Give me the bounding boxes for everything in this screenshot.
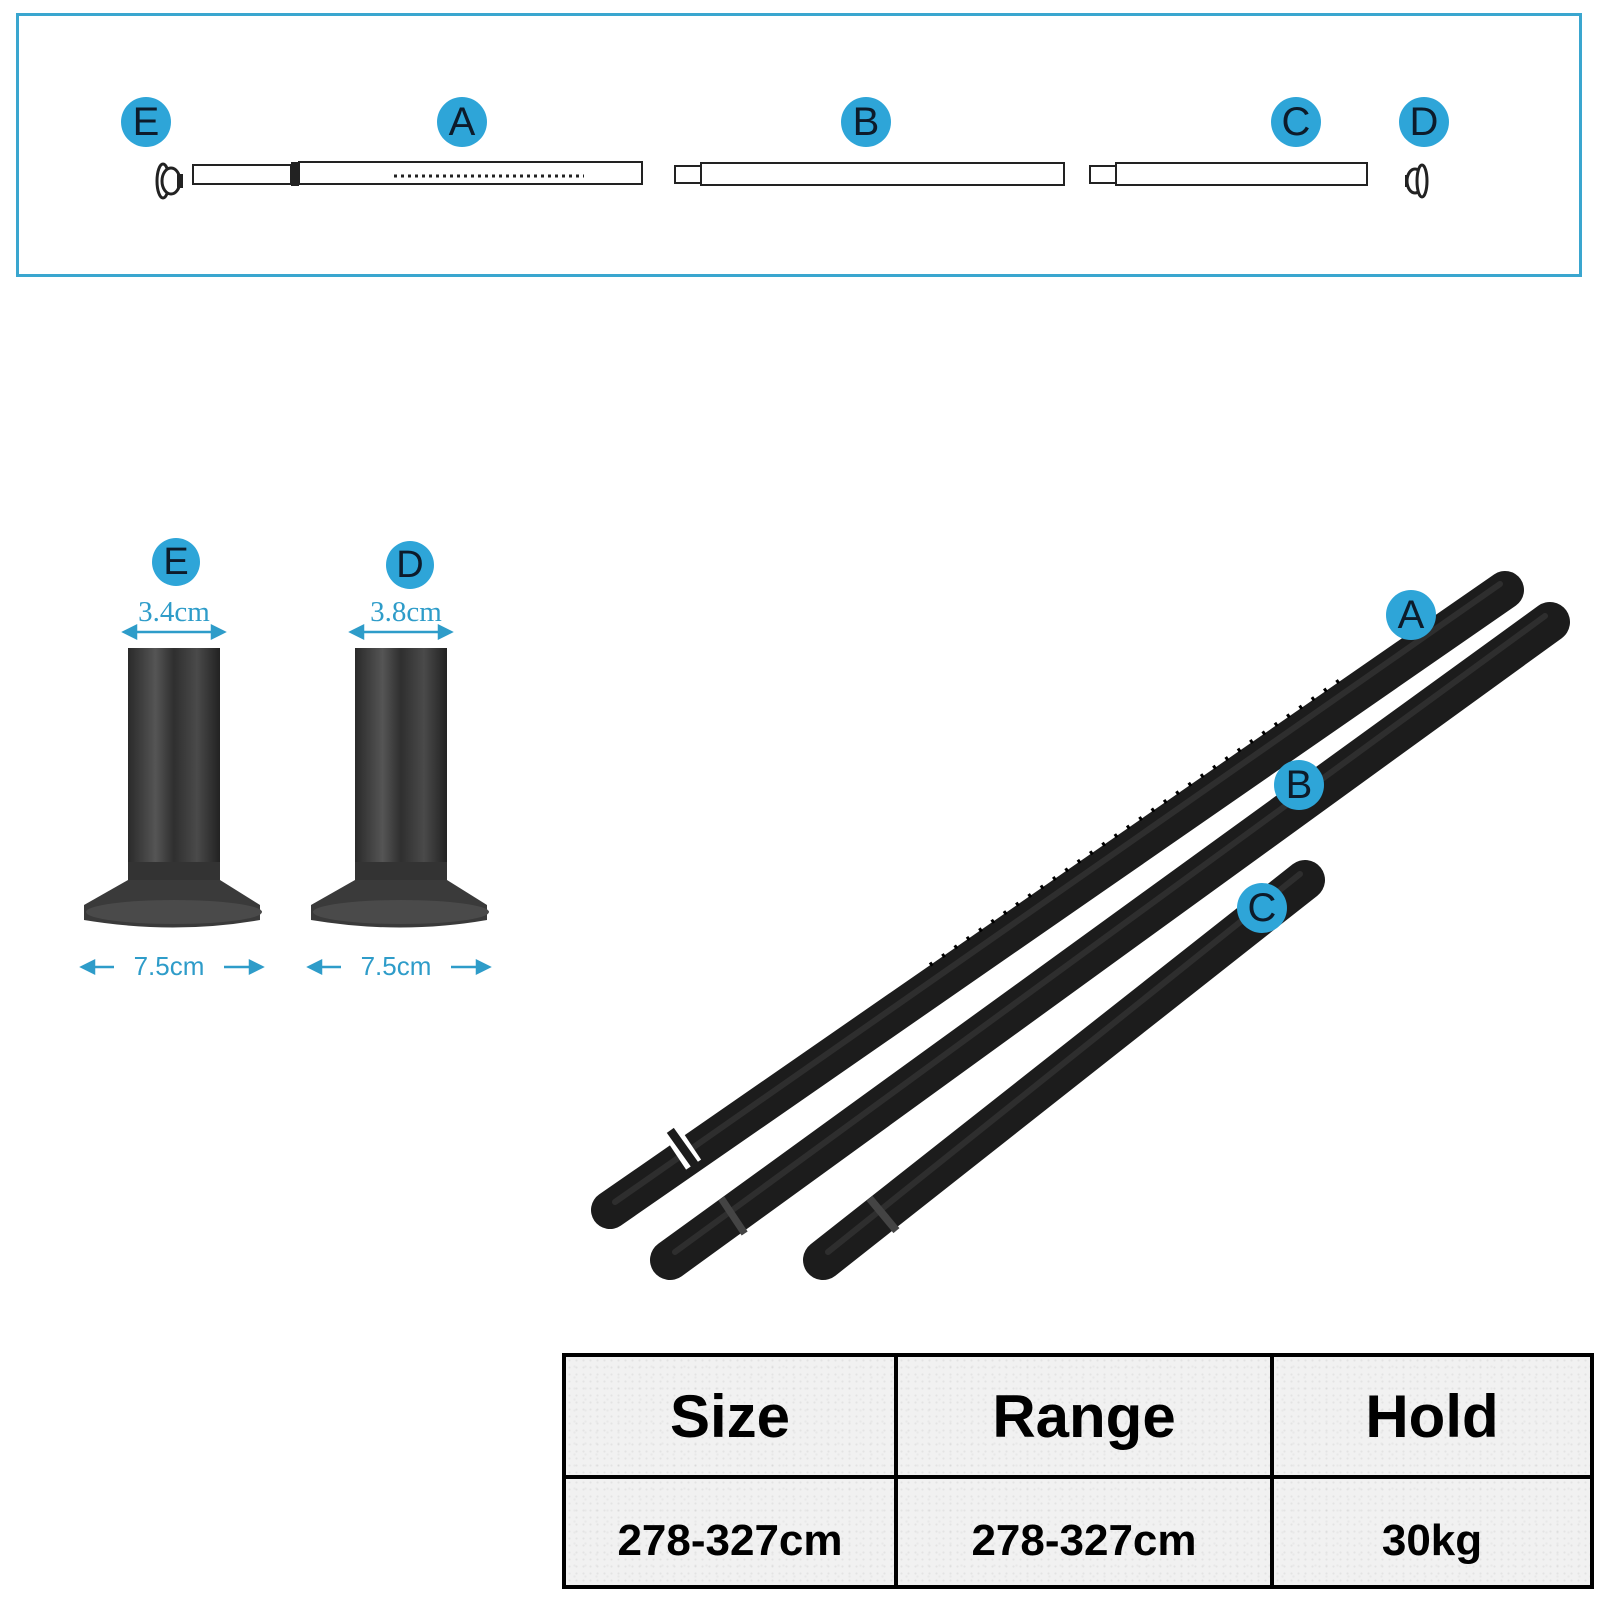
part-b-tube xyxy=(674,162,1065,186)
assembly-label-a: A xyxy=(437,97,487,147)
foot-d-top-dimension xyxy=(348,623,454,641)
foot-e xyxy=(84,648,262,928)
spec-value-hold: 30kg xyxy=(1270,1475,1594,1589)
foot-e-top-width: 3.4cm xyxy=(138,596,210,628)
foot-d-base-width: 7.5cm xyxy=(341,951,451,982)
spec-header-range: Range xyxy=(894,1353,1274,1479)
spec-value-range: 278-327cm xyxy=(894,1475,1274,1589)
feet-illustration xyxy=(79,623,492,976)
foot-d xyxy=(311,648,489,928)
assembly-label-e: E xyxy=(121,97,171,147)
poles-illustration xyxy=(591,571,1570,1280)
pole-b-label: B xyxy=(1274,760,1324,810)
assembly-label-b: B xyxy=(841,97,891,147)
pole-b xyxy=(650,602,1570,1280)
foot-e-label: E xyxy=(152,538,200,586)
spec-header-hold: Hold xyxy=(1270,1353,1594,1479)
assembly-line-drawing xyxy=(155,161,1429,200)
part-e-cap-icon xyxy=(155,162,183,200)
spec-header-size: Size xyxy=(562,1353,898,1479)
assembly-label-c: C xyxy=(1271,97,1321,147)
spec-value-size: 278-327cm xyxy=(562,1475,898,1589)
pole-a-label: A xyxy=(1386,590,1436,640)
assembly-label-d: D xyxy=(1399,97,1449,147)
assembly-diagram-panel: E A B C D xyxy=(16,13,1582,277)
foot-d-top-width: 3.8cm xyxy=(370,596,442,628)
spec-table: Size Range Hold 278-327cm 278-327cm 30kg xyxy=(562,1353,1594,1589)
part-d-cap-icon xyxy=(1405,163,1429,199)
foot-e-top-dimension xyxy=(121,623,227,641)
part-c-tube xyxy=(1089,162,1368,186)
foot-e-base-width: 7.5cm xyxy=(114,951,224,982)
pole-a xyxy=(591,571,1524,1229)
spec-table-value-row: 278-327cm 278-327cm 30kg xyxy=(562,1475,1594,1589)
pole-c-label: C xyxy=(1237,883,1287,933)
foot-d-label: D xyxy=(386,541,434,589)
part-a-tube xyxy=(192,161,643,186)
spec-table-header-row: Size Range Hold xyxy=(562,1353,1594,1479)
pole-c xyxy=(803,860,1325,1280)
